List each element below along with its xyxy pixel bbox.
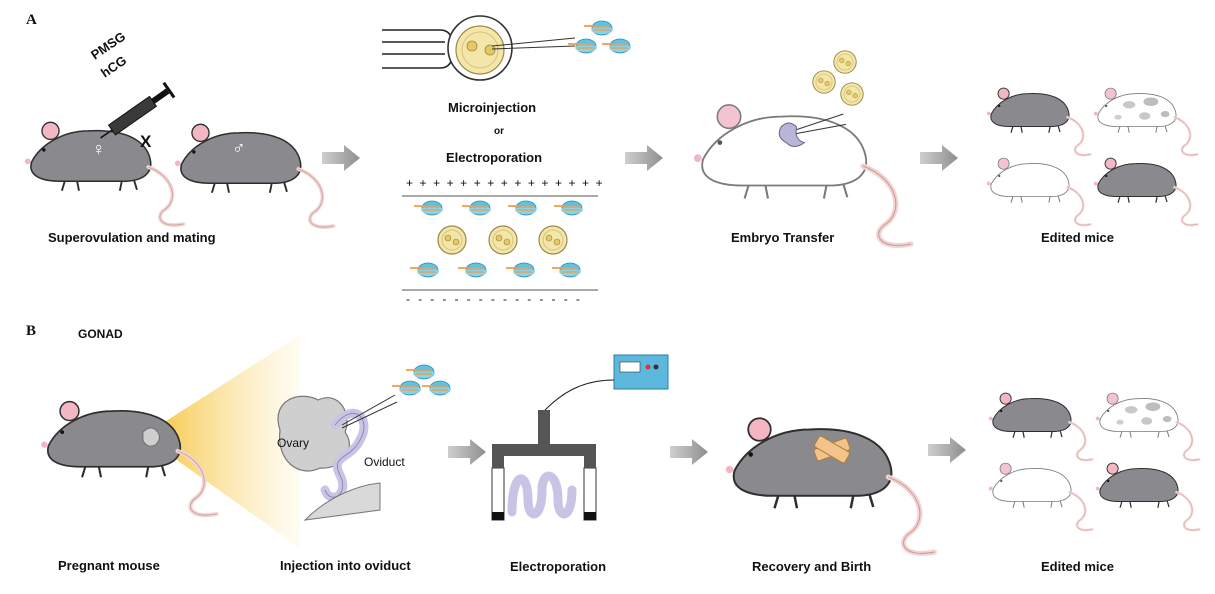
rnp-row-top-icon — [413, 200, 584, 216]
edited-mouse-b1-icon — [987, 391, 1094, 462]
microinjection-icon — [382, 15, 576, 81]
electrode-tweezer-icon — [491, 410, 597, 521]
male-symbol: ♂ — [232, 138, 246, 158]
embryo-row-icon — [437, 225, 568, 255]
method-or: or — [494, 126, 504, 137]
step-a4-label: Edited mice — [1041, 230, 1114, 245]
arrow-a2-icon — [625, 145, 663, 171]
oviduct-label: Oviduct — [364, 455, 405, 469]
arrow-b3-icon — [928, 437, 966, 463]
panel-b-letter: B — [26, 323, 37, 339]
panel-a-letter: A — [26, 12, 37, 28]
minus-signs: - - - - - - - - - - - - - - - — [406, 292, 583, 306]
edited-mouse-a1-icon — [985, 86, 1092, 157]
step-b1-label: Pregnant mouse — [58, 558, 160, 573]
step-b3-label: Electroporation — [510, 559, 607, 574]
transfer-embryos-icon — [812, 50, 864, 106]
recovery-mouse-icon — [726, 418, 935, 553]
plus-signs: + + + + + + + + + + + + + + + — [406, 176, 605, 190]
step-b2-label: Injection into oviduct — [280, 558, 411, 573]
arrow-a1-icon — [322, 145, 360, 171]
gonad-title: GONAD — [78, 327, 123, 341]
male-mouse-icon — [172, 122, 336, 229]
ovary-oviduct-icon — [277, 394, 398, 521]
rnp-row-bottom-icon — [409, 262, 582, 278]
arrow-a3-icon — [920, 145, 958, 171]
edited-mouse-a2-icon — [1094, 88, 1198, 155]
edited-mouse-b2-icon — [1096, 393, 1200, 460]
female-symbol: ♀ — [92, 139, 106, 159]
mating-cross: X — [140, 132, 152, 151]
spotlight — [160, 335, 300, 548]
edited-mouse-a3-icon — [985, 156, 1092, 227]
edited-mouse-a4-icon — [1092, 156, 1199, 227]
recipient-mouse-icon — [694, 105, 911, 246]
step-a1-label: Superovulation and mating — [48, 230, 216, 245]
syringe-icon — [100, 81, 176, 139]
electroporator-device-icon — [544, 354, 669, 411]
arrow-b1-icon — [448, 439, 486, 465]
method-electroporation: Electroporation — [446, 150, 543, 165]
edited-mouse-b4-icon — [1094, 461, 1201, 532]
method-microinjection: Microinjection — [448, 100, 537, 115]
pregnant-mouse-icon — [41, 402, 216, 516]
step-b5-label: Edited mice — [1041, 559, 1114, 574]
step-b4-label: Recovery and Birth — [752, 559, 872, 574]
arrow-b2-icon — [670, 439, 708, 465]
ovary-label: Ovary — [277, 436, 310, 450]
step-a3-label: Embryo Transfer — [731, 230, 835, 245]
rnp-cluster-a-icon — [567, 20, 632, 54]
rnp-cluster-b-icon — [391, 364, 452, 396]
female-mouse-icon — [22, 120, 186, 227]
edited-mouse-b3-icon — [987, 461, 1094, 532]
